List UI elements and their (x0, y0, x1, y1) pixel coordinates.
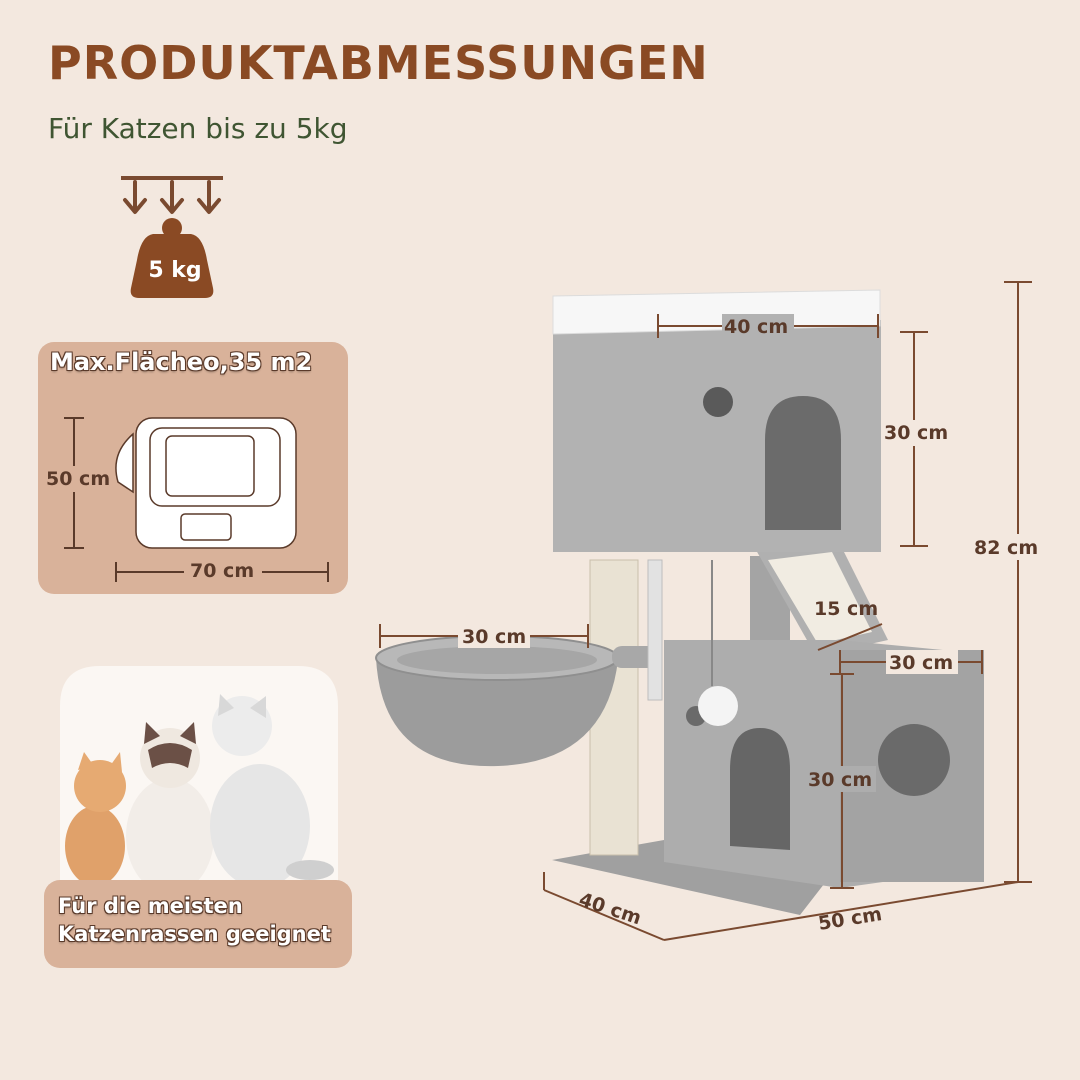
dim-lower-height: 30 cm (808, 769, 873, 791)
dim-top-height: 30 cm (884, 422, 949, 444)
area-width-label: 70 cm (190, 560, 255, 582)
dim-total-height: 82 cm (974, 537, 1039, 559)
dim-lower-width: 30 cm (889, 652, 954, 674)
area-depth-label: 50 cm (46, 468, 111, 490)
page-subtitle: Für Katzen bis zu 5kg (48, 112, 348, 145)
dim-hammock-width: 30 cm (462, 626, 527, 648)
breeds-panel (44, 880, 352, 968)
page-title: PRODUKTABMESSUNGEN (48, 36, 709, 90)
dim-ramp-width: 15 cm (814, 598, 879, 620)
dim-top-width: 40 cm (724, 316, 789, 338)
area-panel-title: Max.Flächeo,35 m2 (50, 348, 313, 376)
weight-label: 5 kg (148, 258, 202, 283)
breeds-line-1: Für die meisten (58, 894, 243, 918)
cats-photo (60, 666, 338, 888)
footprint-diagram (46, 417, 329, 584)
weight-icon (121, 176, 223, 298)
breeds-line-2: Katzenrassen geeignet (58, 922, 331, 946)
breeds-text: Für die meisten Katzenrassen geeignet (58, 892, 331, 948)
